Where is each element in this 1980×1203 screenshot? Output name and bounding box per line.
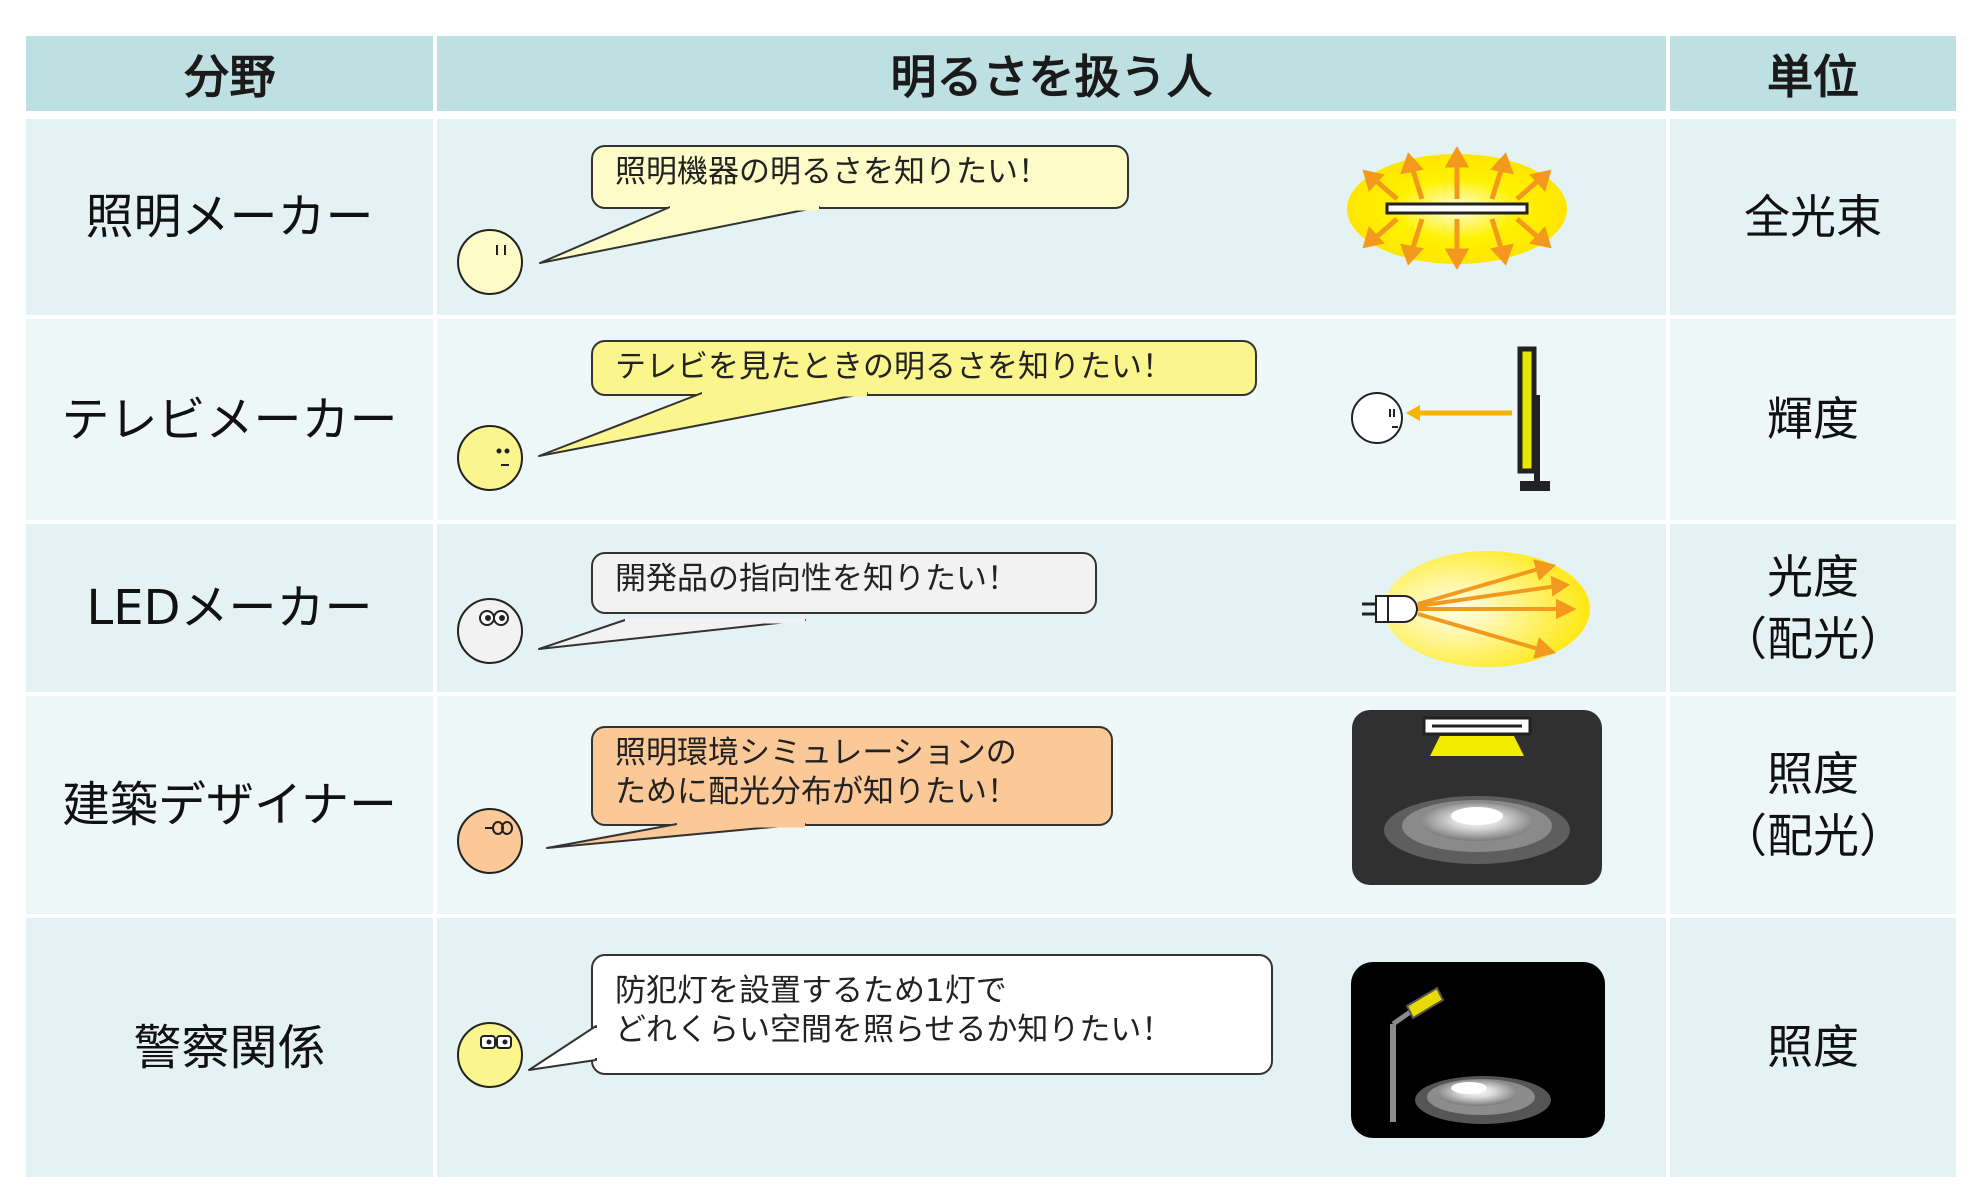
- row-3-field: LEDメーカー: [26, 524, 433, 692]
- row-3-unit: 光度 （配光）: [1670, 524, 1956, 692]
- row-1-unit: 全光束: [1670, 119, 1956, 315]
- row-2-person: テレビを見たときの明るさを知りたい！: [437, 319, 1666, 520]
- row-5-unit: 照度: [1670, 918, 1956, 1177]
- row-2-unit: 輝度: [1670, 319, 1956, 520]
- row-4-field: 建築デザイナー: [26, 696, 433, 914]
- header-person: 明るさを扱う人: [437, 36, 1666, 111]
- field-label: LEDメーカー: [86, 580, 373, 636]
- header-field: 分野: [26, 36, 433, 111]
- speech-tail: [539, 205, 820, 264]
- unit-label: 光度 （配光）: [1721, 549, 1905, 666]
- header-unit: 単位: [1670, 36, 1956, 111]
- person-glasses-face-icon: [457, 1022, 523, 1088]
- unit-label: 照度 （配光）: [1721, 746, 1905, 863]
- header-person-label: 明るさを扱う人: [890, 49, 1213, 104]
- speech-bubble: 照明機器の明るさを知りたい！: [591, 145, 1129, 209]
- unit-label: 全光束: [1744, 189, 1882, 244]
- field-label: 照明メーカー: [85, 189, 374, 245]
- row-4-person: 照明環境シミュレーションの ために配光分布が知りたい！: [437, 696, 1666, 914]
- speech-bubble: 防犯灯を設置するため1灯で どれくらい空間を照らせるか知りたい！: [591, 954, 1273, 1075]
- tv-viewer-icon: [1351, 346, 1550, 491]
- person-face-icon: [457, 229, 523, 295]
- speech-bubble: 照明環境シミュレーションの ために配光分布が知りたい！: [591, 726, 1113, 826]
- speech-bubble: テレビを見たときの明るさを知りたい！: [591, 340, 1257, 396]
- row-1-person: 照明機器の明るさを知りたい！: [437, 119, 1666, 315]
- header-unit-label: 単位: [1767, 49, 1859, 104]
- led-directional-light-icon: [1362, 551, 1590, 667]
- unit-label: 輝度: [1767, 392, 1859, 447]
- row-1-field: 照明メーカー: [26, 119, 433, 315]
- speech-tail: [538, 618, 806, 650]
- speech-bubble: 開発品の指向性を知りたい！: [591, 552, 1097, 614]
- row-3-person: 開発品の指向性を知りたい！: [437, 524, 1666, 692]
- speech-tail: [538, 391, 868, 457]
- field-label: テレビメーカー: [61, 391, 398, 448]
- lamp-radiating-light-icon: [1347, 145, 1567, 271]
- row-5-person: 防犯灯を設置するため1灯で どれくらい空間を照らせるか知りたい！: [437, 918, 1666, 1177]
- person-face-icon: [457, 425, 523, 491]
- ceiling-light-distribution-icon: [1352, 710, 1602, 885]
- row-4-unit: 照度 （配光）: [1670, 696, 1956, 914]
- row-5-field: 警察関係: [26, 918, 433, 1177]
- unit-label: 照度: [1767, 1020, 1859, 1075]
- person-goggles-face-icon: [457, 598, 523, 664]
- person-glasses-face-icon: [457, 808, 523, 874]
- speech-tail: [546, 822, 806, 849]
- streetlight-illumination-icon: [1351, 962, 1605, 1138]
- row-2-field: テレビメーカー: [26, 319, 433, 520]
- speech-tail: [528, 1025, 600, 1071]
- field-label: 建築デザイナー: [61, 777, 398, 833]
- field-label: 警察関係: [133, 1019, 326, 1076]
- header-field-label: 分野: [183, 49, 276, 104]
